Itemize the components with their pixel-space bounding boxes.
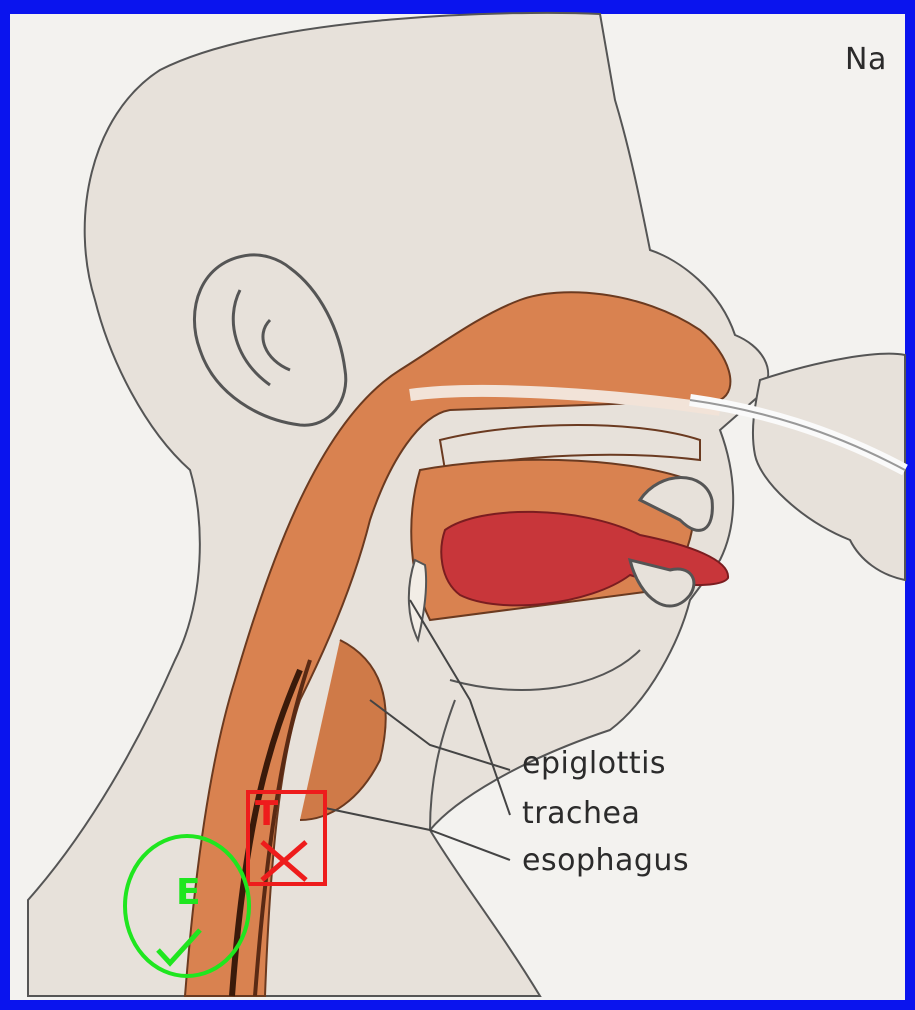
epiglottis-label: epiglottis <box>522 746 666 781</box>
trachea-marker-letter: T <box>255 794 278 834</box>
esophagus-label: esophagus <box>522 843 689 878</box>
hand <box>753 354 905 580</box>
trachea-label: trachea <box>522 796 640 831</box>
esophagus-marker-letter: E <box>176 872 201 913</box>
nasal-label-partial: Na <box>845 42 887 77</box>
